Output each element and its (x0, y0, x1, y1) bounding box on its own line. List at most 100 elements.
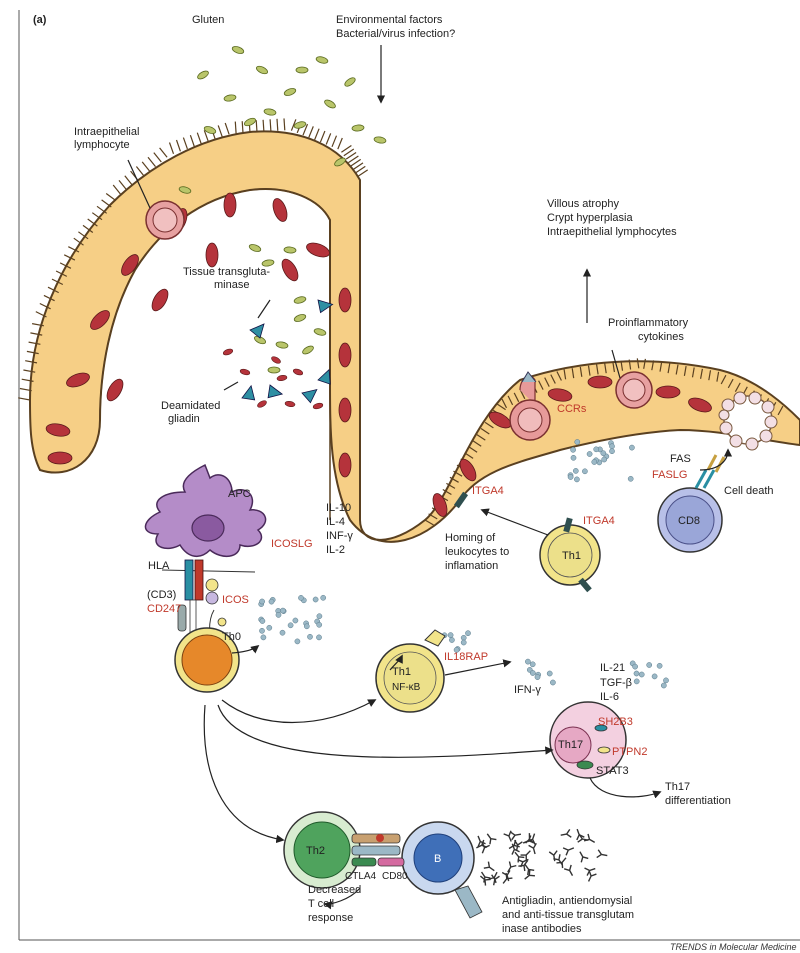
cytokine-dot (571, 447, 576, 452)
cytokine-dot (530, 670, 535, 675)
cytokine-dot (652, 674, 657, 679)
hla-label: HLA (148, 560, 170, 572)
cytokine-dot (259, 628, 264, 633)
cytokine-dot (317, 622, 322, 627)
antibody (573, 828, 584, 840)
microvillus (197, 133, 201, 144)
antibody (560, 829, 571, 839)
icoslg-label: ICOSLG (271, 538, 313, 550)
antibody (500, 873, 512, 886)
gluten-particle (283, 87, 296, 97)
cytokine-dot (280, 630, 285, 635)
gluten-particle (352, 124, 364, 131)
microvillus (106, 194, 116, 201)
microvillus (113, 185, 121, 194)
transglutaminase-molecule (263, 382, 282, 401)
gluten-particle (231, 45, 244, 55)
epithelial-nucleus (206, 243, 218, 267)
antibody (521, 848, 534, 861)
il21-label: IL-21 (600, 662, 625, 674)
microvillus (102, 200, 112, 207)
antibody (504, 862, 516, 875)
cytokine-dot (571, 455, 576, 460)
homing-label-line1: Homing of (445, 532, 496, 544)
microvillus (326, 133, 331, 144)
antibody (564, 865, 576, 878)
transglutaminase-molecule (250, 324, 264, 338)
microvillus (183, 138, 187, 149)
epithelial-nucleus (48, 452, 72, 464)
decreased-label-line2: T cell (308, 898, 334, 910)
itga4-label-th1: ITGA4 (583, 515, 615, 527)
antibody (556, 855, 569, 868)
gluten-particle (255, 65, 268, 76)
cytokine-dot (276, 612, 281, 617)
cytokine-dot (461, 635, 466, 640)
gluten-particle (313, 328, 326, 337)
th17-diff-label-line2: differentiation (665, 795, 731, 807)
epithelial-nucleus (305, 240, 332, 259)
cytokine-dot (609, 449, 614, 454)
gluten-particle (315, 56, 328, 65)
gluten-particle (284, 246, 296, 253)
transglutaminase-molecules (239, 295, 334, 405)
transglutaminase-label-line2: minase (214, 279, 249, 291)
cytokine-dot (525, 659, 530, 664)
cytokine-dot (629, 445, 634, 450)
panel-label: (a) (33, 14, 47, 26)
microvillus (154, 153, 162, 162)
microvillus (309, 126, 314, 137)
intraepithelial-lymphocyte-2 (616, 372, 652, 408)
epithelial-nucleus (588, 376, 612, 388)
epithelial-nucleus (270, 197, 289, 224)
antibody (585, 871, 596, 883)
cytokine-dot (280, 608, 285, 613)
fas-label: FAS (670, 453, 691, 465)
antibody (510, 830, 521, 840)
il10-label: IL-10 (326, 502, 351, 514)
antibody (484, 862, 497, 874)
gluten-particle (296, 67, 308, 73)
cytokine-dot (601, 451, 606, 456)
cytokine-dot (550, 680, 555, 685)
microvillus (190, 135, 194, 146)
gluten-particle (264, 108, 277, 116)
microvillus (218, 125, 222, 136)
gliadin-particle (292, 368, 303, 376)
gluten-particle (293, 296, 306, 305)
gliadin-particle (277, 375, 288, 382)
microvillus (125, 176, 133, 185)
cytokine-dot (633, 664, 638, 669)
transglutaminase-molecule (239, 386, 258, 405)
antibody (479, 843, 490, 855)
icos-label: ICOS (222, 594, 249, 606)
cell-death-label: Cell death (724, 485, 774, 497)
apc-cell (145, 465, 265, 556)
th17-diff-label-line1: Th17 (665, 781, 690, 793)
deamidated-label-line1: Deamidated (161, 400, 220, 412)
cytokine-dot (260, 599, 265, 604)
microvillus (270, 119, 271, 131)
epithelial-nucleus (339, 343, 351, 367)
epithelial-nucleus (339, 398, 351, 422)
villous-atrophy-label: Villous atrophy (547, 198, 619, 210)
epithelial-nucleus (339, 288, 351, 312)
cd247-label: CD247 (147, 603, 181, 615)
cytokine-dot (628, 476, 633, 481)
epithelial-nucleus (339, 453, 351, 477)
cytokine-dot (657, 663, 662, 668)
cytokine-dot (602, 457, 607, 462)
intraepithelial-lymphocytes-label: Intraepithelial lymphocytes (547, 226, 677, 238)
tgfb-label: TGF-β (600, 677, 632, 689)
cytokine-dot (530, 662, 535, 667)
antibody (484, 831, 496, 844)
gluten-particle (196, 69, 209, 80)
antibody (529, 843, 539, 855)
microvillus (148, 157, 156, 166)
antibody (522, 862, 534, 875)
cytokine-dot (295, 639, 300, 644)
iel-label-line1: Intraepithelial (74, 126, 139, 138)
transglutaminase-molecule (301, 387, 317, 403)
proinflammatory-label-line2: cytokines (638, 331, 684, 343)
microvillus (177, 140, 181, 151)
